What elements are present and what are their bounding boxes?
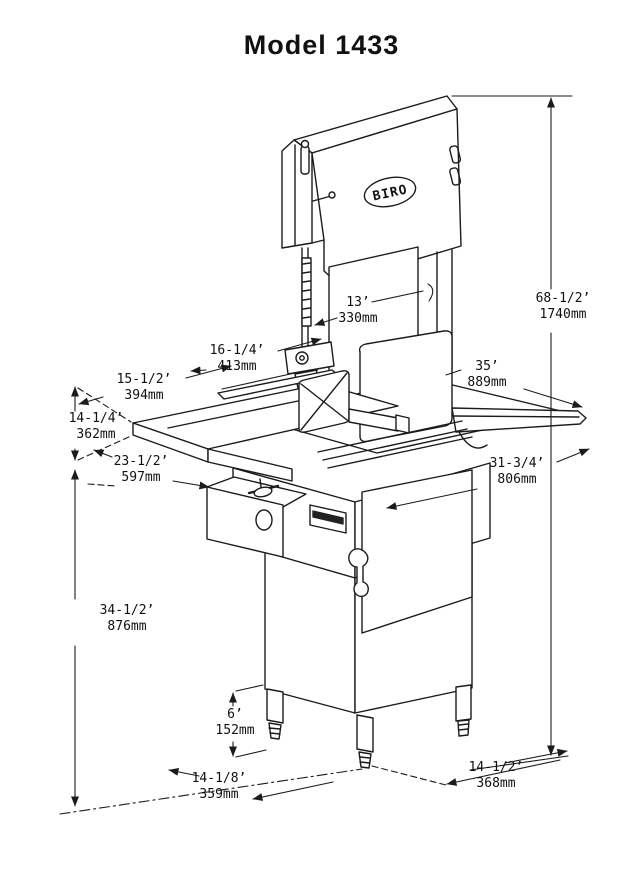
dim-table-width: 35’ 889mm: [467, 359, 507, 390]
dim-table-extension: 31-3/4’ 806mm: [489, 456, 545, 487]
start-button: [255, 509, 273, 531]
guide-rod: [300, 145, 310, 175]
door-hinge-top: [449, 145, 462, 164]
legs: [266, 684, 472, 769]
dim-leg-spacing-side: 14-1/2’ 368mm: [468, 760, 524, 791]
blade-guide-bar: [301, 257, 312, 327]
door-hinge-bottom: [449, 167, 462, 186]
brand-text: BIRO: [371, 182, 409, 204]
dim-saw-clearance: 13’ 330mm: [338, 295, 378, 326]
dim-overall-height: 68-1/2’ 1740mm: [535, 291, 591, 322]
door-handle: [348, 548, 369, 598]
page-title: Model 1433: [243, 30, 400, 60]
control-box-front: [206, 486, 284, 558]
dim-blade-clearance: 16-1/4’ 413mm: [209, 343, 265, 374]
gauge-bracket: [458, 431, 488, 449]
leg-right: [455, 684, 472, 722]
dim-table-height: 34-1/2’ 876mm: [99, 603, 155, 634]
dim-leg-height: 6’ 152mm: [215, 707, 255, 738]
saw-head: BIRO: [281, 95, 462, 284]
cabinet-left-face: [264, 551, 356, 714]
dimension-lines: [59, 95, 590, 815]
leg-left: [266, 688, 284, 724]
foot-front: [358, 751, 372, 769]
meat-gauge-arm: [451, 407, 587, 433]
foot-left: [268, 722, 282, 740]
dim-table-rise: 14-1/4’ 362mm: [68, 411, 124, 442]
fence-plate: [358, 330, 453, 443]
tension-knob: [328, 191, 336, 199]
dim-table-depth: 23-1/2’ 597mm: [113, 454, 169, 485]
foot-right: [457, 719, 470, 737]
table: [132, 330, 587, 482]
cabinet: [206, 462, 491, 714]
leg-front: [356, 714, 374, 753]
dim-leg-spacing-front: 14-1/8’ 359mm: [191, 771, 247, 802]
dim-table-section-left: 15-1/2’ 394mm: [116, 372, 172, 403]
brand-badge: [363, 176, 417, 208]
